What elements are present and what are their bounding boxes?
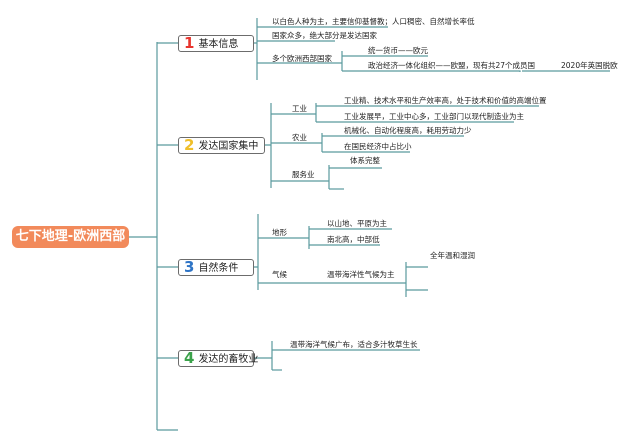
leaf-node[interactable]: 政治经济一体化组织——欧盟，现有共27个成员国 — [368, 61, 536, 70]
leaf-node[interactable]: 统一货币——欧元 — [368, 46, 428, 55]
branch-number: 2 — [184, 136, 195, 154]
branch-label: 基本信息 — [198, 39, 239, 50]
leaf-node-climate[interactable]: 气候 — [272, 270, 287, 279]
branch-label: 自然条件 — [198, 263, 239, 274]
branch-number: 1 — [184, 34, 195, 52]
leaf-node-services[interactable]: 服务业 — [292, 170, 315, 179]
leaf-node[interactable]: 机械化、自动化程度高，耗用劳动力少 — [344, 126, 472, 135]
root-node[interactable]: 七下地理-欧洲西部 — [12, 226, 129, 248]
branch-label: 发达的畜牧业 — [198, 354, 259, 365]
leaf-node[interactable]: 全年温和湿润 — [430, 251, 475, 260]
branch-number: 3 — [184, 258, 195, 276]
leaf-node[interactable]: 国家众多，绝大部分是发达国家 — [272, 31, 377, 40]
leaf-node[interactable]: 以白色人种为主，主要信仰基督教；人口稠密、自然增长率低 — [272, 17, 475, 26]
leaf-node[interactable]: 工业发展早，工业中心多，工业部门以现代制造业为主 — [344, 112, 524, 121]
leaf-node[interactable]: 温带海洋气候广布，适合多汁牧草生长 — [290, 340, 418, 349]
leaf-node[interactable]: 在国民经济中占比小 — [344, 142, 412, 151]
leaf-node-terrain[interactable]: 地形 — [272, 228, 287, 237]
branch-label: 发达国家集中 — [198, 141, 259, 152]
leaf-node[interactable]: 2020年英国脱欧 — [561, 61, 618, 70]
branch-number: 4 — [184, 349, 195, 367]
leaf-node[interactable]: 南北高，中部低 — [327, 235, 380, 244]
leaf-node[interactable]: 多个欧洲西部国家 — [272, 54, 332, 63]
leaf-node-industry[interactable]: 工业 — [292, 104, 307, 113]
leaf-node[interactable]: 以山地、平原为主 — [327, 219, 387, 228]
leaf-node[interactable]: 温带海洋性气候为主 — [327, 270, 395, 279]
leaf-node[interactable]: 体系完整 — [350, 156, 380, 165]
leaf-node-agriculture[interactable]: 农业 — [292, 133, 307, 142]
leaf-node[interactable]: 工业精、技术水平和生产效率高，处于技术和价值的高端位置 — [344, 96, 547, 105]
